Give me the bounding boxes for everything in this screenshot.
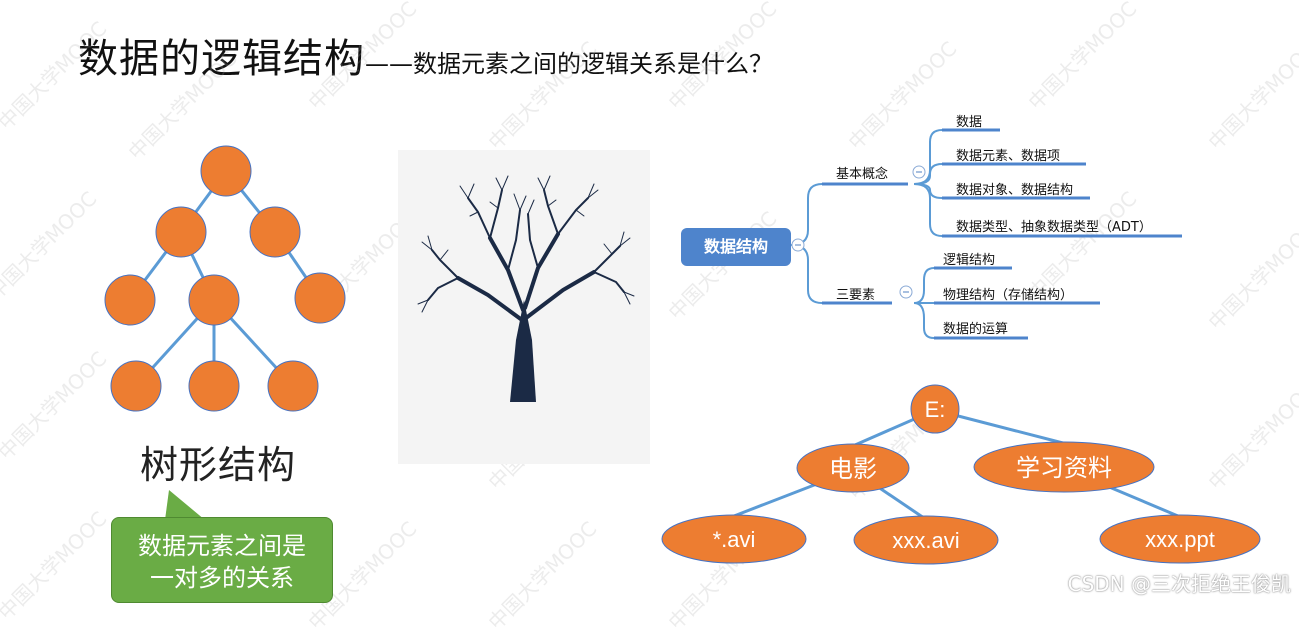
tree-node	[155, 206, 207, 258]
title-main: 数据的逻辑结构	[78, 36, 365, 82]
file-node-root	[910, 384, 960, 434]
mindmap-item[interactable]: 逻辑结构	[943, 253, 996, 268]
file-tree-diagram: E: 电影 学习资料 *.avi xxx.avi xxx.ppt	[661, 384, 1261, 565]
callout-line: 数据元素之间是	[138, 532, 306, 560]
mindmap-item[interactable]: 数据的运算	[943, 322, 1009, 337]
tree-node	[249, 206, 301, 258]
file-node-file-label: *.avi	[713, 527, 756, 552]
tree-diagram	[104, 145, 346, 412]
file-node-folder	[973, 441, 1155, 493]
title-sub: ——数据元素之间的逻辑关系是什么？	[365, 50, 773, 78]
mindmap-connector	[913, 302, 935, 339]
file-node-file	[853, 515, 999, 565]
tree-node	[104, 274, 156, 326]
mindmap-item[interactable]: 数据	[956, 115, 983, 130]
tree-node	[188, 360, 240, 412]
tree-caption: 树形结构	[140, 443, 297, 487]
file-node-file-label: xxx.avi	[892, 528, 959, 553]
mindmap-connector	[913, 183, 943, 237]
callout-box: 数据元素之间是 一对多的关系	[111, 517, 333, 603]
tree-node	[267, 360, 319, 412]
callout-line: 一对多的关系	[150, 564, 294, 592]
file-node-file	[1099, 514, 1261, 564]
credit-watermark: CSDN @三次拒绝王俊凯	[1067, 572, 1291, 596]
tree-picture	[417, 175, 635, 402]
mindmap-lines	[790, 128, 1182, 340]
tree-nodes	[104, 145, 346, 412]
mindmap-branch-elements[interactable]: 三要素	[836, 288, 876, 303]
tree-node	[200, 145, 252, 197]
file-node-root-label: E:	[925, 397, 946, 422]
callout-tail	[165, 490, 205, 520]
file-node-file	[661, 514, 807, 564]
tree-node	[110, 360, 162, 412]
mindmap-connector	[913, 163, 943, 185]
mindmap-item[interactable]: 数据元素、数据项	[956, 149, 1061, 164]
mindmap-item[interactable]: 物理结构（存储结构）	[943, 288, 1074, 303]
mindmap-connector	[913, 267, 935, 304]
mindmap-branch-basic[interactable]: 基本概念	[836, 167, 889, 182]
file-node-file-label: xxx.ppt	[1145, 527, 1215, 552]
tree-illustration	[398, 150, 650, 464]
mindmap-item[interactable]: 数据类型、抽象数据类型（ADT）	[956, 220, 1152, 235]
file-node-folder-label: 电影	[829, 456, 877, 483]
file-node-folder	[796, 443, 910, 493]
file-node-folder-label: 学习资料	[1016, 455, 1112, 482]
tree-node	[294, 272, 346, 324]
tree-node	[188, 274, 240, 326]
mindmap-item[interactable]: 数据对象、数据结构	[956, 183, 1074, 198]
page-title: 数据的逻辑结构——数据元素之间的逻辑关系是什么？	[78, 26, 773, 84]
mindmap-root[interactable]: 数据结构	[681, 228, 791, 266]
